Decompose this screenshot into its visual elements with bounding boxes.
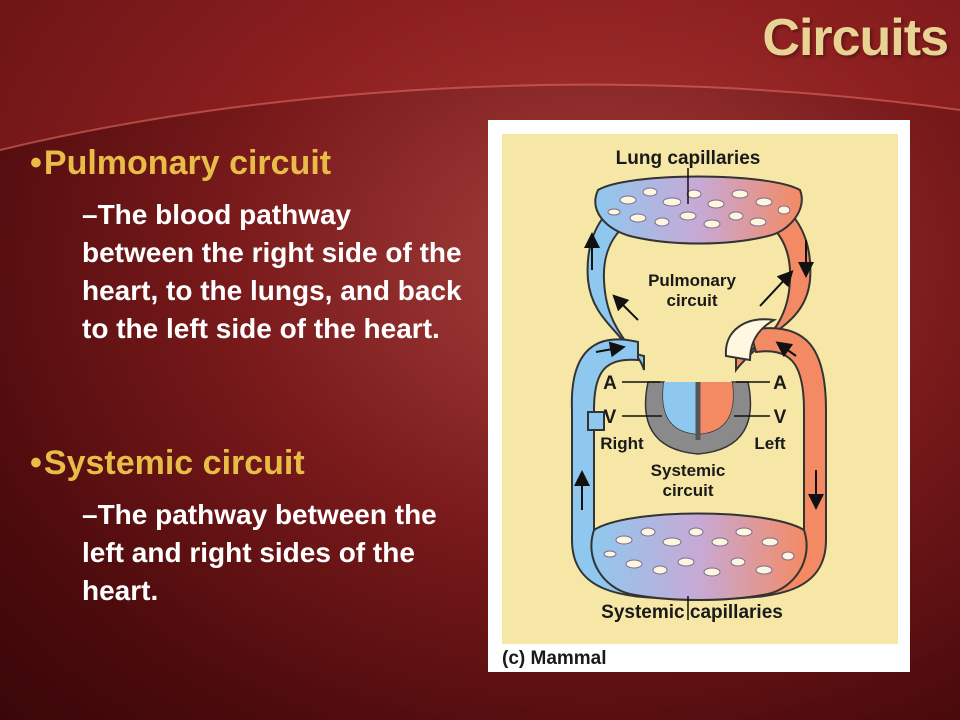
label-right: Right	[600, 434, 644, 453]
bullet-heading: Pulmonary circuit	[43, 144, 332, 182]
figure-caption: (c) Mammal	[502, 648, 607, 669]
heart-icon	[644, 381, 752, 455]
bullet-systemic-text: –The pathway between the left and right …	[82, 499, 437, 606]
label-atrium-left-side: A	[773, 373, 787, 394]
label-systemic-capillaries: Systemic capillaries	[601, 602, 783, 623]
label-lung-capillaries: Lung capillaries	[616, 148, 761, 169]
label-systemic-line1: Systemic	[651, 461, 726, 480]
label-pulmonary-line1: Pulmonary	[648, 271, 736, 290]
label-leaders	[622, 168, 770, 620]
label-left: Left	[754, 434, 786, 453]
bullet-systemic: •Systemic circuit	[30, 444, 305, 483]
label-ventricle-left-side: V	[774, 407, 787, 428]
bullet-heading: Systemic circuit	[43, 444, 305, 482]
bullet-pulmonary-text: –The blood pathway between the right sid…	[82, 199, 462, 344]
label-ventricle-right-side: V	[604, 407, 617, 428]
oxygen-poor-vessels	[570, 184, 689, 600]
bullet-pulmonary: •Pulmonary circuit	[30, 144, 331, 183]
bullet-dot: •	[30, 144, 42, 182]
systemic-capillary-bed	[590, 512, 808, 601]
circulation-figure: Lung capillaries Pulmonary circuit A V A…	[488, 120, 910, 672]
lung-capillary-bed	[594, 175, 803, 245]
flow-arrows	[574, 232, 824, 510]
bullet-dot: •	[30, 444, 42, 482]
slide-title: Circuits	[762, 9, 949, 67]
oxygen-rich-vessels	[709, 184, 827, 600]
label-systemic-line2: circuit	[662, 481, 713, 500]
circulation-diagram: Lung capillaries Pulmonary circuit A V A…	[502, 134, 898, 669]
label-pulmonary-line2: circuit	[666, 291, 717, 310]
label-atrium-right-side: A	[603, 373, 617, 394]
